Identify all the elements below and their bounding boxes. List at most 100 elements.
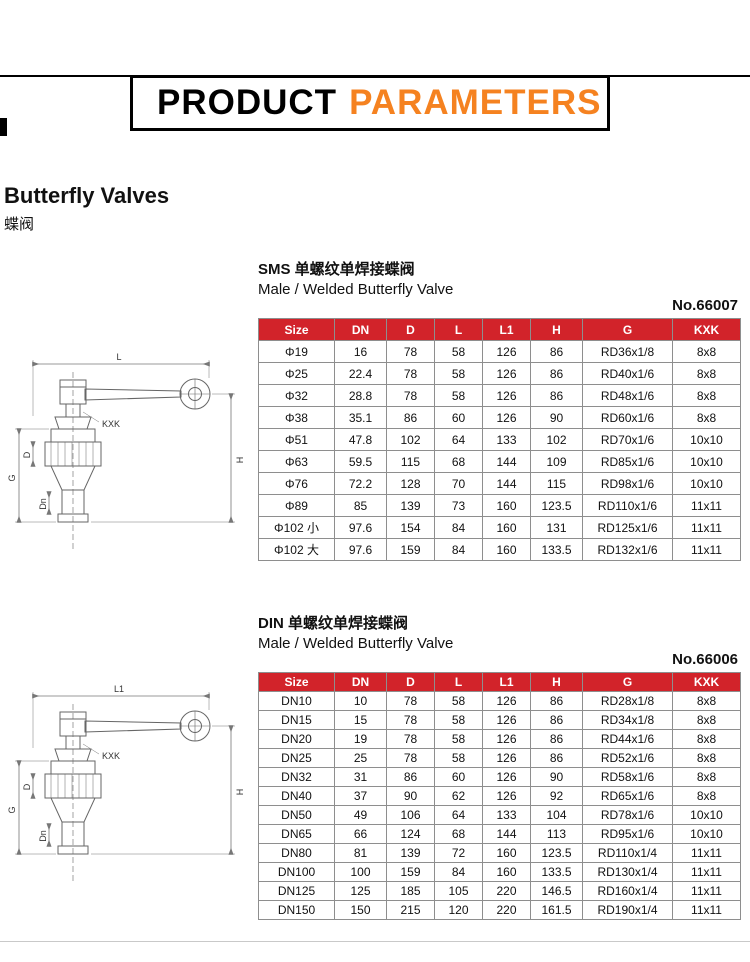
valve-drawing-din: L1 KXK H D G Dn: [7, 684, 245, 882]
table-cell: 58: [434, 362, 483, 385]
table-cell: 139: [386, 843, 435, 863]
table-cell: 104: [530, 805, 583, 825]
bottom-divider: [0, 941, 750, 942]
table-cell: 160: [482, 494, 531, 517]
table-cell: 64: [434, 428, 483, 451]
header-title-black: PRODUCT: [157, 83, 338, 122]
table-cell: 10x10: [672, 805, 741, 825]
table-cell: 120: [434, 900, 483, 920]
column-header: G: [582, 318, 673, 341]
table-cell: RD44x1/6: [582, 729, 673, 749]
table-cell: DN100: [258, 862, 335, 882]
table-cell: 58: [434, 710, 483, 730]
table-cell: 86: [530, 710, 583, 730]
section-sms-heading: SMS 单螺纹单焊接蝶阀 Male / Welded Butterfly Val…: [258, 260, 740, 314]
table-cell: 133.5: [530, 538, 583, 561]
dim-label-d: D: [22, 783, 32, 790]
table-cell: 113: [530, 824, 583, 844]
table-cell: 58: [434, 748, 483, 768]
table-cell: 49: [334, 805, 387, 825]
table-cell: DN15: [258, 710, 335, 730]
table-cell: DN65: [258, 824, 335, 844]
table-cell: 78: [386, 362, 435, 385]
column-header: L: [434, 318, 483, 341]
table-cell: RD190x1/4: [582, 900, 673, 920]
table-cell: 85: [334, 494, 387, 517]
table-cell: 133: [482, 805, 531, 825]
table-cell: 125: [334, 881, 387, 901]
table-cell: 68: [434, 824, 483, 844]
table-cell: RD65x1/6: [582, 786, 673, 806]
table-cell: 220: [482, 900, 531, 920]
section-title-en: Male / Welded Butterfly Valve: [258, 281, 454, 298]
table-cell: 78: [386, 710, 435, 730]
table-cell: 90: [530, 767, 583, 787]
dim-label-g: G: [7, 474, 17, 481]
table-cell: 159: [386, 862, 435, 882]
table-cell: 25: [334, 748, 387, 768]
column-header: D: [386, 672, 435, 692]
product-title-cn: 蝶阀: [4, 216, 35, 233]
table-cell: 81: [334, 843, 387, 863]
table-cell: 78: [386, 729, 435, 749]
table-cell: 115: [530, 472, 583, 495]
table-cell: 90: [386, 786, 435, 806]
table-cell: 15: [334, 710, 387, 730]
table-cell: 123.5: [530, 494, 583, 517]
table-cell: 19: [334, 729, 387, 749]
table-cell: 86: [530, 748, 583, 768]
table-cell: 11x11: [672, 516, 741, 539]
column-header: DN: [334, 318, 387, 341]
table-cell: Φ102 大: [258, 538, 335, 561]
table-cell: 84: [434, 516, 483, 539]
table-cell: Φ38: [258, 406, 335, 429]
dim-label-kxk: KXK: [102, 419, 120, 429]
dim-label-g: G: [7, 806, 17, 813]
table-cell: RD95x1/6: [582, 824, 673, 844]
column-header: Size: [258, 672, 335, 692]
table-cell: 126: [482, 710, 531, 730]
table-cell: 10x10: [672, 428, 741, 451]
section-title-en: Male / Welded Butterfly Valve: [258, 635, 454, 652]
table-cell: 160: [482, 516, 531, 539]
table-cell: 8x8: [672, 748, 741, 768]
dim-label-l: L: [116, 352, 121, 362]
table-cell: 84: [434, 538, 483, 561]
table-cell: 105: [434, 881, 483, 901]
table-cell: RD28x1/8: [582, 691, 673, 711]
table-cell: 160: [482, 538, 531, 561]
table-cell: 62: [434, 786, 483, 806]
table-cell: RD34x1/8: [582, 710, 673, 730]
table-cell: Φ89: [258, 494, 335, 517]
table-cell: RD98x1/6: [582, 472, 673, 495]
table-cell: DN40: [258, 786, 335, 806]
header-title-orange: PARAMETERS: [349, 83, 602, 122]
table-cell: RD48x1/6: [582, 384, 673, 407]
table-cell: 64: [434, 805, 483, 825]
table-cell: 102: [530, 428, 583, 451]
table-cell: 150: [334, 900, 387, 920]
left-edge-mark: [0, 118, 7, 136]
table-cell: RD58x1/6: [582, 767, 673, 787]
table-cell: RD110x1/4: [582, 843, 673, 863]
column-header: DN: [334, 672, 387, 692]
dim-label-kxk: KXK: [102, 751, 120, 761]
table-cell: 126: [482, 406, 531, 429]
table-cell: RD78x1/6: [582, 805, 673, 825]
table-cell: RD132x1/6: [582, 538, 673, 561]
table-cell: 161.5: [530, 900, 583, 920]
